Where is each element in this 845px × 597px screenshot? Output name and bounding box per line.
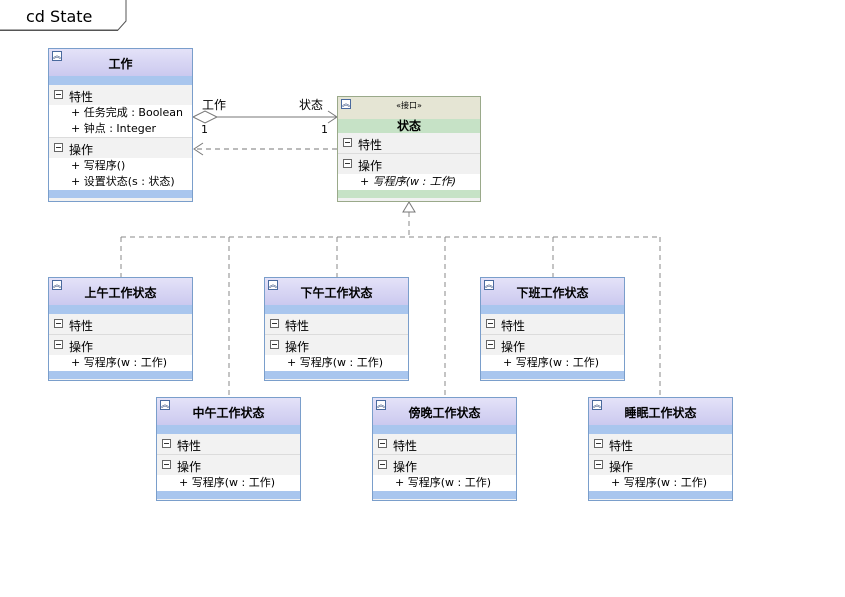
association-line: [191, 110, 338, 124]
operations-section[interactable]: 操作: [49, 137, 192, 158]
class-forenoon-state[interactable]: ︽ 上午工作状态 特性 操作 + 写程序(w : 工作): [48, 277, 193, 381]
operation-item[interactable]: + 写程序(w : 工作): [481, 355, 624, 371]
collapse-minus-icon[interactable]: [378, 460, 387, 469]
collapse-minus-icon[interactable]: [594, 460, 603, 469]
association-source-multiplicity: 1: [201, 123, 208, 136]
operation-item[interactable]: + 写程序(w : 工作): [49, 355, 192, 371]
stereotype-label: «接口»: [396, 101, 422, 110]
operations-section[interactable]: 操作: [157, 454, 300, 475]
class-work[interactable]: ︽ 工作 特性 + 任务完成 : Boolean + 钟点 : Integer …: [48, 48, 193, 202]
collapse-icon[interactable]: ︽: [52, 51, 62, 61]
attributes-section[interactable]: 特性: [373, 434, 516, 454]
dependency-arrowhead: [193, 142, 204, 156]
operation-item[interactable]: + 写程序(w : 工作): [265, 355, 408, 371]
class-name: 睡眠工作状态: [624, 406, 697, 420]
collapse-icon[interactable]: ︽: [592, 400, 602, 410]
interface-state[interactable]: ︽ «接口» 状态 特性 操作 + 写程序(w : 工作): [337, 96, 481, 202]
attributes-section[interactable]: 特性: [481, 314, 624, 334]
class-name: 下午工作状态: [300, 286, 373, 300]
class-noon-state[interactable]: ︽ 中午工作状态 特性 操作 + 写程序(w : 工作): [156, 397, 301, 501]
collapse-icon[interactable]: ︽: [52, 280, 62, 290]
collapse-icon[interactable]: ︽: [341, 99, 351, 109]
collapse-icon[interactable]: ︽: [376, 400, 386, 410]
operations-section[interactable]: 操作: [589, 454, 732, 475]
attribute-item[interactable]: + 任务完成 : Boolean: [49, 105, 192, 121]
attributes-section[interactable]: 特性: [265, 314, 408, 334]
collapse-minus-icon[interactable]: [343, 159, 352, 168]
collapse-icon[interactable]: ︽: [484, 280, 494, 290]
collapse-minus-icon[interactable]: [54, 319, 63, 328]
class-evening-state[interactable]: ︽ 傍晚工作状态 特性 操作 + 写程序(w : 工作): [372, 397, 517, 501]
association-source-role: 工作: [202, 98, 227, 112]
operation-item[interactable]: + 写程序(): [49, 158, 192, 174]
class-name: 中午工作状态: [192, 406, 265, 420]
class-name: 傍晚工作状态: [408, 406, 481, 420]
operations-section[interactable]: 操作: [373, 454, 516, 475]
collapse-minus-icon[interactable]: [54, 143, 63, 152]
realization-triangle: [402, 201, 416, 213]
collapse-minus-icon[interactable]: [270, 319, 279, 328]
attributes-section[interactable]: 特性: [49, 314, 192, 334]
collapse-minus-icon[interactable]: [486, 340, 495, 349]
collapse-minus-icon[interactable]: [378, 439, 387, 448]
operation-item[interactable]: + 写程序(w : 工作): [373, 475, 516, 491]
operations-section[interactable]: 操作: [338, 153, 480, 174]
collapse-minus-icon[interactable]: [594, 439, 603, 448]
association-target-role: 状态: [299, 98, 324, 112]
attribute-item[interactable]: + 钟点 : Integer: [49, 121, 192, 137]
class-name: 工作: [108, 57, 133, 71]
collapse-minus-icon[interactable]: [54, 340, 63, 349]
collapse-icon[interactable]: ︽: [160, 400, 170, 410]
collapse-minus-icon[interactable]: [486, 319, 495, 328]
operations-section[interactable]: 操作: [265, 334, 408, 355]
dependency-line: [193, 142, 337, 156]
class-sleeping-state[interactable]: ︽ 睡眠工作状态 特性 操作 + 写程序(w : 工作): [588, 397, 733, 501]
aggregation-diamond: [191, 110, 219, 124]
collapse-minus-icon[interactable]: [270, 340, 279, 349]
operation-item[interactable]: + 设置状态(s : 状态): [49, 174, 192, 190]
attributes-section[interactable]: 特性: [157, 434, 300, 454]
operation-item[interactable]: + 写程序(w : 工作): [338, 174, 480, 190]
association-target-multiplicity: 1: [321, 123, 328, 136]
class-name: 上午工作状态: [84, 286, 157, 300]
class-rest-state[interactable]: ︽ 下班工作状态 特性 操作 + 写程序(w : 工作): [480, 277, 625, 381]
class-name: 下班工作状态: [516, 286, 589, 300]
collapse-minus-icon[interactable]: [162, 439, 171, 448]
realization-lines: [120, 212, 661, 397]
operations-section[interactable]: 操作: [481, 334, 624, 355]
collapse-minus-icon[interactable]: [162, 460, 171, 469]
attributes-section[interactable]: 特性: [589, 434, 732, 454]
interface-name: 状态: [338, 119, 480, 133]
collapse-minus-icon[interactable]: [343, 138, 352, 147]
operation-item[interactable]: + 写程序(w : 工作): [589, 475, 732, 491]
operation-item[interactable]: + 写程序(w : 工作): [157, 475, 300, 491]
class-afternoon-state[interactable]: ︽ 下午工作状态 特性 操作 + 写程序(w : 工作): [264, 277, 409, 381]
frame-title: cd State: [26, 7, 93, 26]
collapse-minus-icon[interactable]: [54, 90, 63, 99]
attributes-section[interactable]: 特性: [338, 133, 480, 153]
operations-section[interactable]: 操作: [49, 334, 192, 355]
class-header: ︽ 工作: [49, 49, 192, 76]
interface-header: ︽ «接口»: [338, 97, 480, 119]
attributes-section[interactable]: 特性: [49, 85, 192, 105]
collapse-icon[interactable]: ︽: [268, 280, 278, 290]
